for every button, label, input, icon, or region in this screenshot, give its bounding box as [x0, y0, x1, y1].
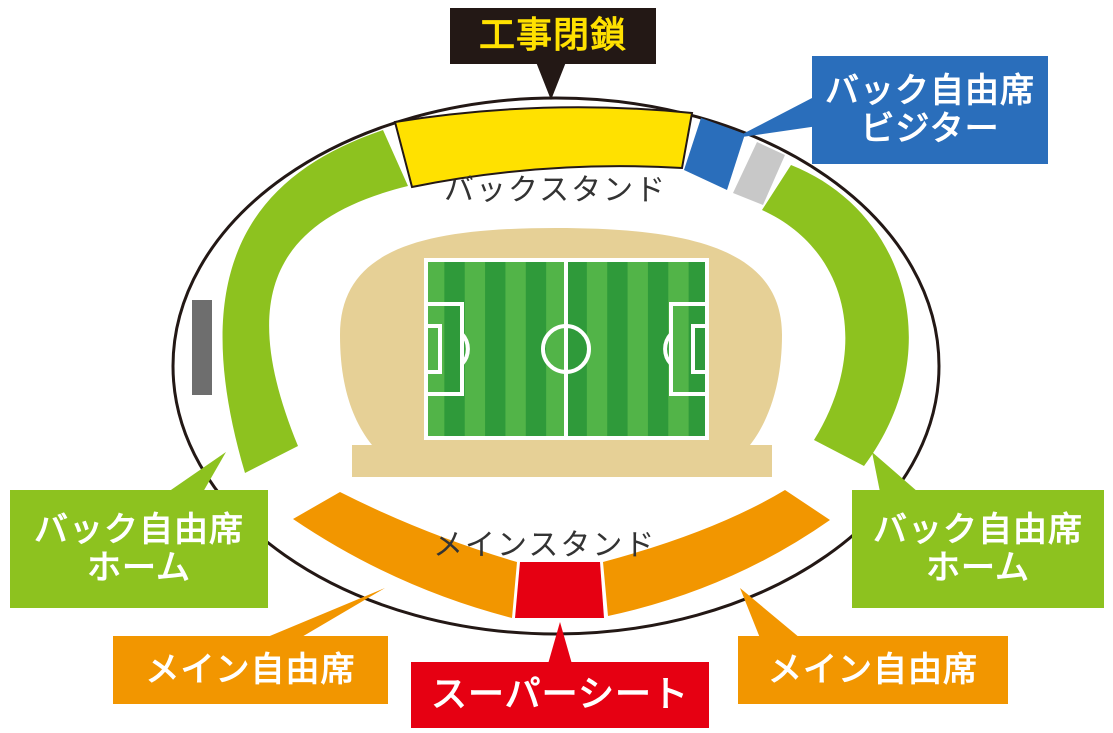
section-closed-construction[interactable] — [393, 106, 694, 189]
section-super-seat[interactable] — [515, 562, 604, 618]
soccer-pitch — [424, 258, 709, 440]
back-home-left-line1: バック自由席 — [34, 509, 244, 550]
back-home-left-label: バック自由席 ホーム — [10, 490, 268, 608]
main-right-callout-pointer — [740, 588, 800, 638]
main-left-callout-pointer — [265, 588, 385, 638]
section-back-home-right[interactable] — [762, 165, 909, 466]
main-stand-label: メインスタンド — [433, 528, 657, 563]
stadium-outline — [171, 96, 941, 636]
back-visitor-label: バック自由席 ビジター — [812, 56, 1048, 164]
section-buffer-gray — [733, 142, 785, 205]
section-left-gray-block — [192, 300, 212, 395]
back-home-right-label: バック自由席 ホーム — [852, 490, 1104, 608]
back-home-right-line2: ホーム — [926, 548, 1030, 588]
section-main-free-right[interactable] — [603, 490, 830, 616]
pitch-stripe — [485, 258, 506, 440]
closed-label-text: 工事閉鎖 — [478, 14, 627, 56]
section-back-home-left[interactable] — [222, 130, 408, 473]
home-left-callout-pointer — [168, 452, 226, 492]
visitor-callout-pointer — [735, 98, 818, 138]
back-visitor-line1: バック自由席 — [825, 70, 1035, 111]
section-back-visitor[interactable] — [684, 118, 745, 190]
super-seat-text: スーパーシート — [431, 673, 689, 715]
super-seat-label: スーパーシート — [411, 662, 709, 728]
closed-label: 工事閉鎖 — [450, 8, 656, 64]
main-free-right-label: メイン自由席 — [738, 636, 1008, 704]
pitch-stripe — [525, 258, 547, 440]
section-main-free-left[interactable] — [293, 492, 517, 618]
main-free-left-text: メイン自由席 — [145, 649, 356, 690]
pitch-stripe — [566, 258, 587, 440]
back-home-right-line1: バック自由席 — [873, 509, 1083, 550]
back-stand-label: バックスタンド — [444, 173, 668, 208]
home-right-callout-pointer — [872, 452, 918, 492]
back-visitor-line2: ビジター — [860, 109, 1000, 149]
pitch-stripe — [607, 258, 628, 440]
main-free-right-text: メイン自由席 — [768, 649, 978, 690]
main-free-left-label: メイン自由席 — [113, 636, 388, 704]
closed-callout-pointer — [536, 62, 566, 100]
super-seat-callout-pointer — [548, 622, 572, 664]
back-home-left-line2: ホーム — [87, 548, 191, 588]
pitch-stripe — [647, 258, 669, 440]
